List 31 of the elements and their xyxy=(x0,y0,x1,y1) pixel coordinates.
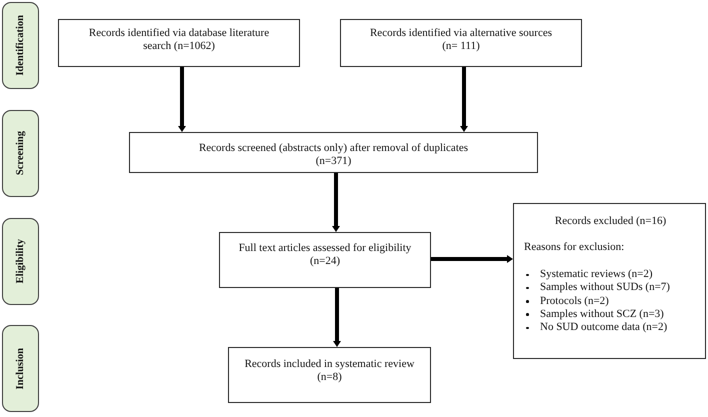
process-box xyxy=(129,132,538,173)
phase-tab xyxy=(2,2,39,89)
box-text: Records included in systematic review (n=8) xyxy=(244,358,416,384)
list-item: Samples without SUDs (n=7) xyxy=(524,281,670,295)
arrow xyxy=(332,173,340,232)
list-item: No SUD outcome data (n=2) xyxy=(524,321,668,334)
process-box xyxy=(58,19,300,67)
phase-label: Inclusion xyxy=(14,348,26,390)
phase-label: Identification xyxy=(14,15,26,76)
list-item: Samples without SCZ (n=3) xyxy=(524,308,664,322)
list-item: Protocols (n=2) xyxy=(524,294,609,308)
box-subheading: Reasons for exclusion: xyxy=(524,241,624,254)
box-text: Records identified via alternative sources (n= 111) xyxy=(368,27,554,53)
box-text: Records identified via database literature search (n=1062) xyxy=(88,27,270,53)
process-box xyxy=(228,347,431,403)
arrow xyxy=(460,67,468,132)
arrow xyxy=(333,288,341,347)
exclusion-box xyxy=(513,203,706,359)
list-item: Systematic reviews (n=2) xyxy=(524,268,653,282)
arrow xyxy=(178,67,186,132)
phase-tab xyxy=(2,218,39,305)
phase-tab xyxy=(2,110,39,197)
phase-tab xyxy=(2,325,39,412)
phase-label: Eligibility xyxy=(14,239,26,284)
process-box xyxy=(340,19,582,67)
box-text: Records screened (abstracts only) after removal of duplicates (n=371) xyxy=(198,142,470,168)
box-heading: Records excluded (n=16) xyxy=(554,215,666,228)
process-box xyxy=(219,232,431,288)
phase-label: Screening xyxy=(14,131,26,176)
box-text: Full text articles assessed for eligibility (n=24) xyxy=(238,242,412,268)
arrow xyxy=(431,255,513,263)
